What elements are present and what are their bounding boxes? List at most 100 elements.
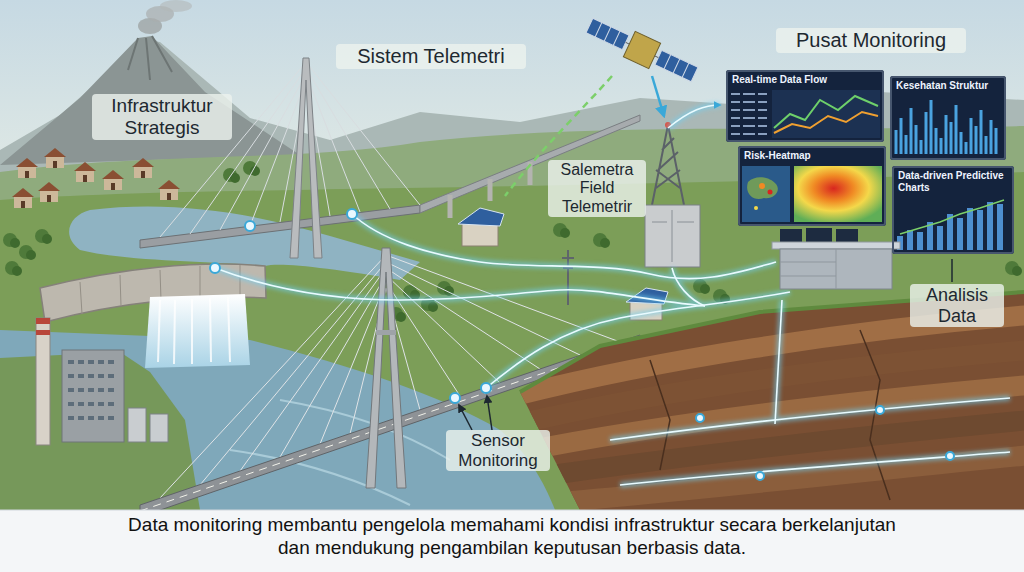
data-flow-line (620, 452, 1010, 485)
power-plant (36, 318, 168, 445)
sensor-node (210, 209, 954, 480)
monitor-screens (794, 166, 882, 222)
upper-bridge (290, 58, 322, 258)
trees (3, 233, 20, 248)
leader-line (459, 259, 952, 430)
sensor-node (450, 393, 460, 403)
monitor-screens (772, 90, 880, 138)
dam (145, 294, 250, 368)
monitor-screens (900, 200, 1004, 234)
monitor-screens (774, 112, 878, 133)
village (132, 158, 154, 178)
caption-text: Data monitoring membantu pengelola memah… (112, 514, 912, 560)
satellite (655, 50, 698, 81)
monitor-screens (747, 177, 778, 199)
signal-beams (652, 76, 664, 116)
sky (0, 0, 1024, 510)
monitoring-desk (772, 228, 900, 289)
callout-label: Pusat Monitoring (776, 28, 966, 53)
telemetry-tower (645, 205, 700, 267)
antenna-mast (562, 250, 574, 305)
trees (223, 168, 240, 183)
screen-title: Risk-Heatmap (740, 148, 884, 164)
data-flow-glow (620, 452, 1010, 485)
monitor-screens (742, 166, 790, 222)
data-flow-line (352, 214, 776, 279)
monitor-screens (726, 70, 884, 142)
lower-bridge (366, 248, 406, 488)
monitor-screens (731, 94, 768, 134)
caption-band (0, 510, 1024, 572)
power-plant (128, 408, 146, 442)
village (74, 162, 96, 182)
monitoring-desk (780, 249, 892, 289)
data-flow-glow (215, 105, 1010, 485)
monitor-screens (768, 190, 773, 195)
river (0, 330, 555, 510)
leader-line (487, 396, 492, 430)
data-flow-line (672, 268, 705, 306)
trees (19, 245, 36, 260)
callout-label: Salemetra Field Telemetrir (548, 160, 646, 217)
data-flow-glow (215, 268, 705, 306)
screen-title: Kesehatan Struktur (892, 78, 1004, 94)
monitoring-desk (806, 228, 832, 242)
telemetry-tower (652, 210, 694, 262)
upper-bridge (160, 62, 420, 237)
caption-band (0, 510, 1024, 572)
power-plant (36, 318, 50, 445)
sky (0, 0, 1024, 510)
data-flow-glow (610, 398, 1010, 440)
satellite (584, 13, 701, 87)
data-flow-line (775, 300, 782, 424)
mountains (128, 36, 172, 80)
screen-title: Data-driven Predictive Charts (894, 168, 1012, 196)
data-flow-line (668, 105, 720, 128)
monitoring-desk (780, 229, 802, 242)
monitor-screens (896, 100, 996, 154)
village (16, 158, 38, 178)
power-plant (68, 362, 118, 418)
sensor-node (347, 209, 357, 219)
leader-line (951, 259, 953, 282)
satellite (626, 42, 630, 44)
satellite (584, 13, 701, 87)
lower-bridge (376, 330, 396, 335)
sensor-node (696, 414, 704, 422)
monitor-screen: Kesehatan Struktur (890, 76, 1006, 160)
village (102, 170, 124, 190)
power-plant (150, 414, 168, 442)
upper-bridge (140, 58, 640, 258)
monitor-screen: Data-driven Predictive Charts (892, 166, 1014, 254)
village (12, 188, 34, 208)
monitor-screens (759, 183, 765, 189)
sensor-node (245, 221, 255, 231)
monitor-screens (754, 206, 758, 210)
antenna-mast (562, 250, 574, 305)
monitoring-desk (772, 242, 900, 249)
cliff-section (650, 330, 890, 500)
trees (1005, 261, 1022, 276)
dam (158, 297, 230, 364)
cliff-section (540, 455, 1024, 504)
data-flow-line (486, 292, 790, 388)
village (44, 148, 66, 168)
sensor-node (756, 472, 764, 480)
monitor-screens (726, 70, 1014, 254)
callout-label: Sistem Telemetri (336, 44, 526, 69)
monitor-screens (900, 202, 1000, 250)
trees (593, 233, 610, 248)
satellite (664, 55, 689, 78)
sensor-node (876, 406, 884, 414)
trees (35, 229, 52, 244)
telemetry-tower (645, 122, 700, 267)
cliff-section (500, 315, 1024, 504)
data-flow-glow (486, 292, 790, 388)
power-plant (62, 350, 124, 442)
volcano-smoke (160, 0, 192, 12)
monitor-screens (890, 76, 1006, 160)
sensor-node (210, 263, 220, 273)
village (12, 148, 180, 208)
